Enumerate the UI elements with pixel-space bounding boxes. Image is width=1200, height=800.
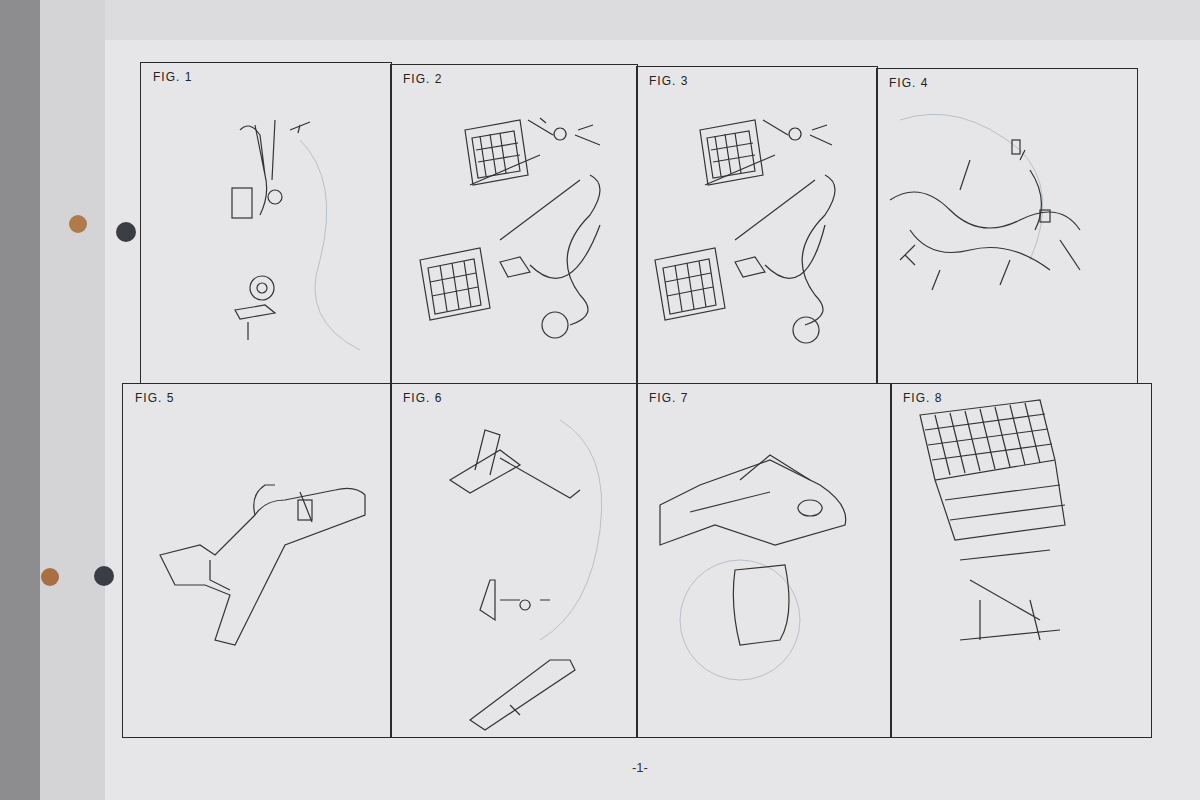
figure-panel: FIG. 6 xyxy=(390,383,638,738)
figure-panel: FIG. 1 xyxy=(140,62,392,384)
figure-panel: FIG. 5 xyxy=(122,383,392,738)
figure-label: FIG. 3 xyxy=(649,74,688,88)
figure-panel: FIG. 4 xyxy=(876,68,1138,384)
figure-label: FIG. 4 xyxy=(889,76,928,90)
page-number: -1- xyxy=(632,760,648,775)
figure-label: FIG. 1 xyxy=(153,70,192,84)
figure-panel: FIG. 8 xyxy=(890,383,1152,738)
figure-label: FIG. 6 xyxy=(403,391,442,405)
figure-label: FIG. 2 xyxy=(403,72,442,86)
figure-panel: FIG. 3 xyxy=(636,66,878,384)
figure-label: FIG. 8 xyxy=(903,391,942,405)
figure-panel: FIG. 2 xyxy=(390,64,638,384)
figure-label: FIG. 5 xyxy=(135,391,174,405)
figure-panel: FIG. 7 xyxy=(636,383,892,738)
figure-label: FIG. 7 xyxy=(649,391,688,405)
